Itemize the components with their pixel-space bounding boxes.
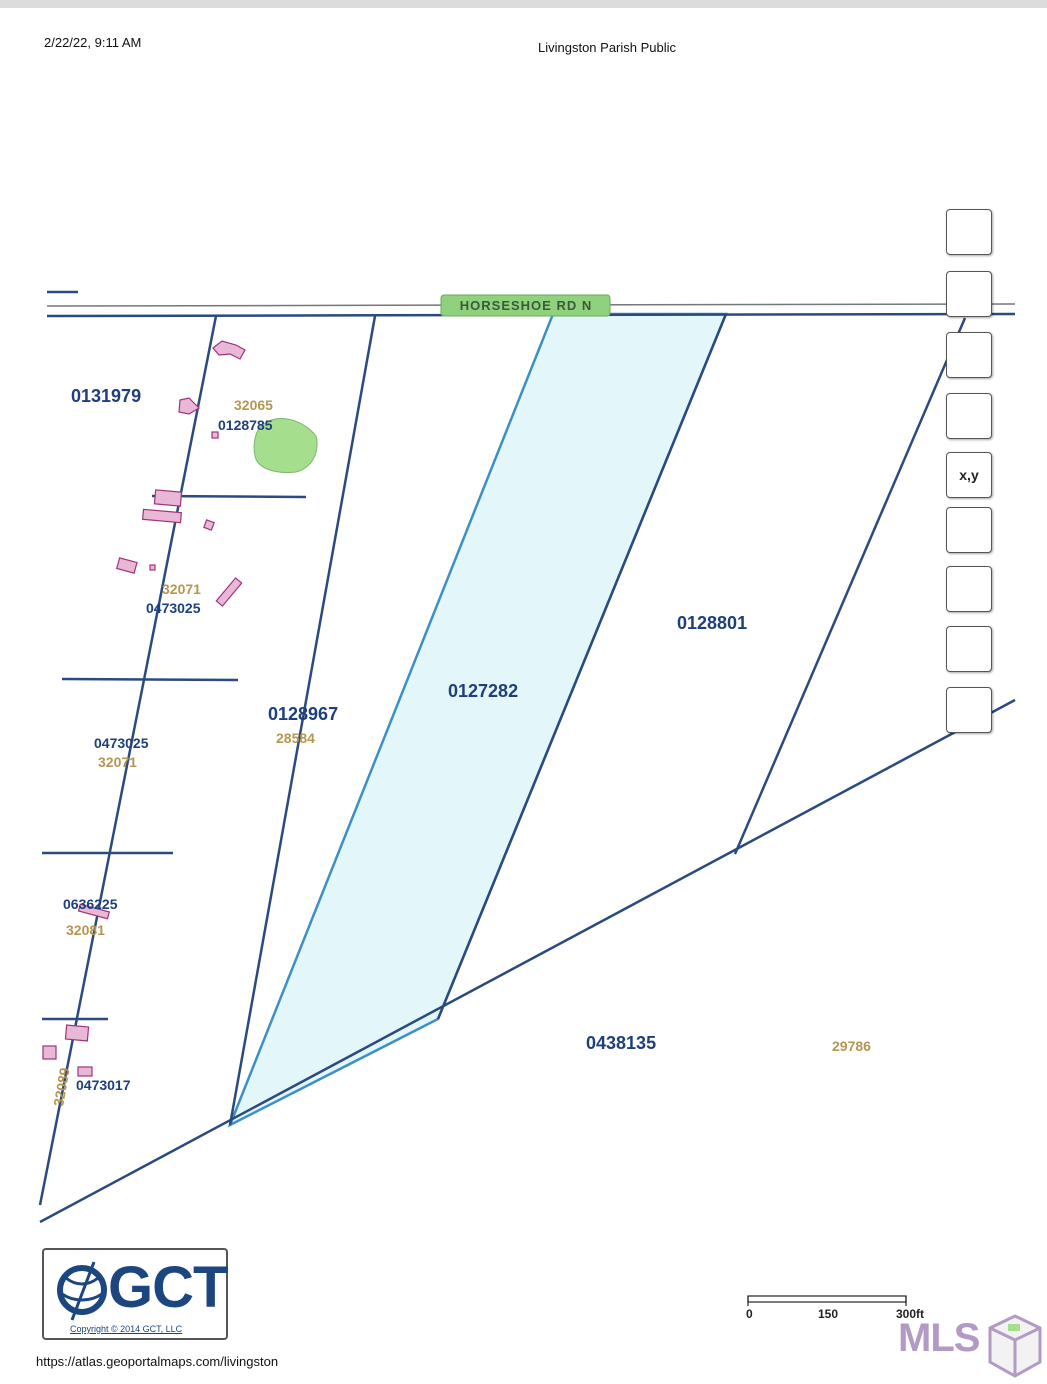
print-datetime: 2/22/22, 9:11 AM <box>44 35 142 50</box>
scale-end: 300ft <box>896 1307 924 1321</box>
address-32071-south: 32071 <box>98 754 137 770</box>
svg-text:HORSESHOE RD N: HORSESHOE RD N <box>460 298 592 313</box>
copyright-notice: Copyright © 2014 GCT, LLC <box>70 1324 183 1334</box>
source-url: https://atlas.geoportalmaps.com/livingst… <box>36 1354 279 1369</box>
buildings <box>42 340 246 1077</box>
gct-logo-text: GCT <box>108 1255 228 1320</box>
parcel-id-0128801: 0128801 <box>677 613 747 633</box>
parcel-id-0128967: 0128967 <box>268 704 338 724</box>
scale-bar: 0 150 300ft <box>746 1294 946 1329</box>
parcel-id-0473017: 0473017 <box>76 1077 131 1093</box>
map-tool-button-3[interactable] <box>946 332 992 378</box>
globe-icon <box>57 1261 107 1321</box>
parcel-id-0127282: 0127282 <box>448 681 518 701</box>
xy-coordinates-button[interactable]: x,y <box>946 452 992 498</box>
address-32081: 32081 <box>66 922 105 938</box>
map-tool-button-7[interactable] <box>946 566 992 612</box>
scale-zero: 0 <box>746 1307 753 1321</box>
address-32071-north: 32071 <box>162 581 201 597</box>
address-32065: 32065 <box>234 397 273 413</box>
address-29786: 29786 <box>832 1038 871 1054</box>
map-tool-button-4[interactable] <box>946 393 992 439</box>
parcel-id-0473025-north: 0473025 <box>146 600 201 616</box>
map-tool-button-9[interactable] <box>946 687 992 733</box>
parcel-id-0636225: 0636225 <box>63 896 118 912</box>
parcel-id-0131979: 0131979 <box>71 386 141 406</box>
map-tool-button-8[interactable] <box>946 626 992 672</box>
parcel-id-0128785: 0128785 <box>218 417 273 433</box>
mls-box-icon <box>988 1314 1042 1378</box>
xy-label: x,y <box>959 467 979 483</box>
green-area <box>253 418 318 473</box>
page-title: Livingston Parish Public <box>538 40 677 55</box>
scale-mid: 150 <box>818 1307 838 1321</box>
address-28584: 28584 <box>276 730 315 746</box>
gct-logo: GCT Copyright © 2014 GCT, LLC <box>42 1248 228 1340</box>
map-tool-button-2[interactable] <box>946 271 992 317</box>
map-tool-button-6[interactable] <box>946 507 992 553</box>
top-border <box>0 0 1047 8</box>
mls-watermark: MLS <box>898 1316 980 1360</box>
parcel-id-0473025-south: 0473025 <box>94 735 149 751</box>
road-label: HORSESHOE RD N <box>440 294 611 317</box>
address-32089: 32089 <box>50 1066 73 1107</box>
parcel-id-0438135: 0438135 <box>586 1033 656 1053</box>
map-tool-button-1[interactable] <box>946 209 992 255</box>
